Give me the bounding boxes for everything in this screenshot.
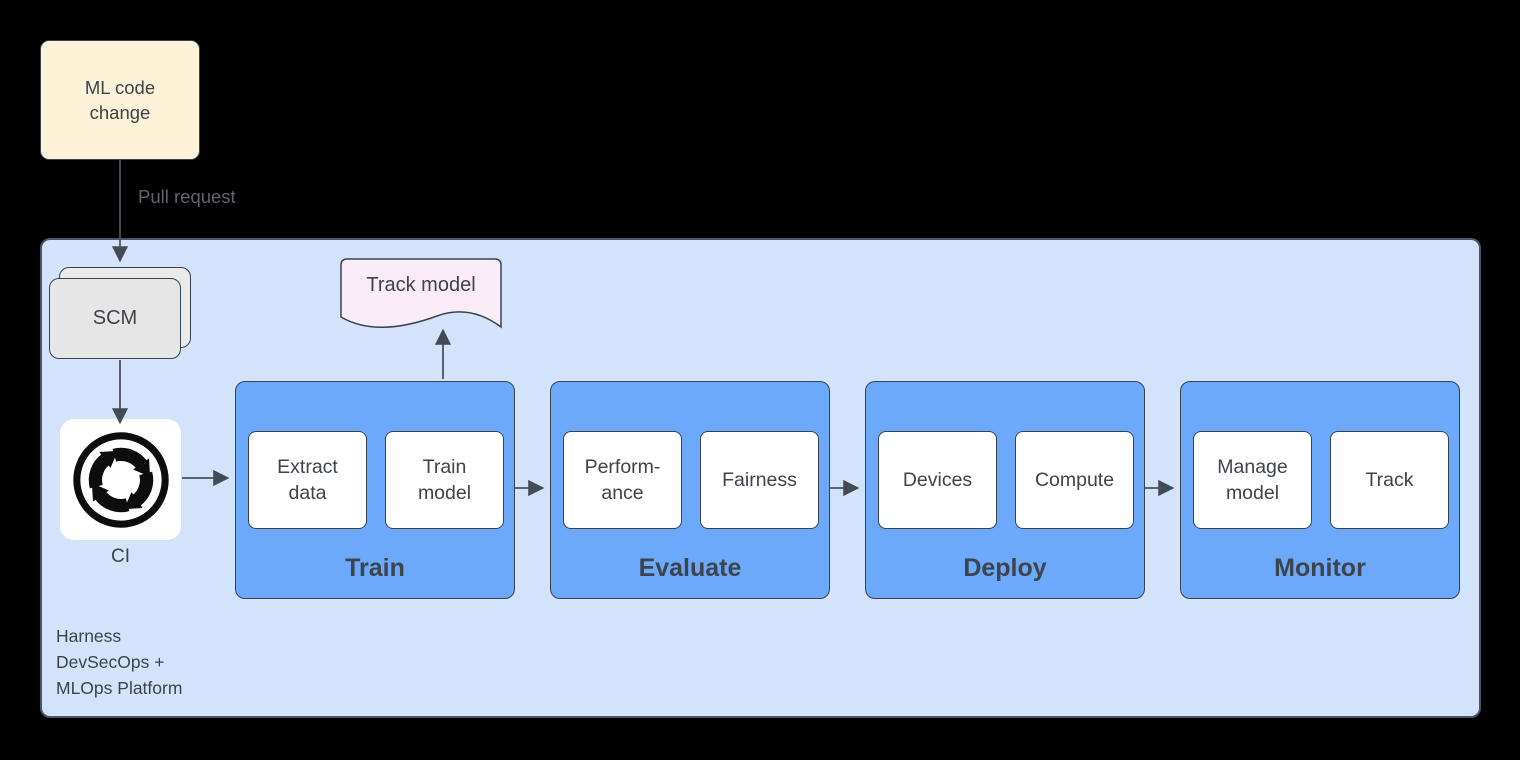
pull-request-label: Pull request <box>138 186 236 207</box>
stage-title-train: Train <box>345 554 405 582</box>
stage-deploy: Devices Compute Deploy <box>865 381 1145 599</box>
document-shape-icon <box>340 258 502 329</box>
stage-item: Train model <box>385 431 504 529</box>
stage-item: Compute <box>1015 431 1134 529</box>
stage-item: Track <box>1330 431 1449 529</box>
stage-item: Fairness <box>700 431 819 529</box>
ml-code-change-label: ML code change <box>84 77 156 123</box>
stage-item: Extract data <box>248 431 367 529</box>
stage-title-deploy: Deploy <box>963 554 1047 582</box>
stage-title-monitor: Monitor <box>1274 554 1366 582</box>
ml-code-change-node: ML code change <box>40 40 200 160</box>
stage-item: Devices <box>878 431 997 529</box>
scm-node: SCM <box>49 278 181 359</box>
stage-monitor: Manage model Track Monitor <box>1180 381 1460 599</box>
scm-label: SCM <box>92 307 138 329</box>
track-model-label: Track model <box>366 274 476 296</box>
platform-label: Harness DevSecOps + MLOps Platform <box>56 626 183 698</box>
ci-cycle-icon <box>72 431 169 528</box>
ci-node <box>60 419 181 540</box>
stage-evaluate: Perform- ance Fairness Evaluate <box>550 381 830 599</box>
stage-item: Manage model <box>1193 431 1312 529</box>
ci-label: CI <box>111 546 130 567</box>
stage-title-evaluate: Evaluate <box>638 554 742 582</box>
stage-train: Extract data Train model Train <box>235 381 515 599</box>
track-model-document <box>340 258 502 338</box>
stage-item: Perform- ance <box>563 431 682 529</box>
